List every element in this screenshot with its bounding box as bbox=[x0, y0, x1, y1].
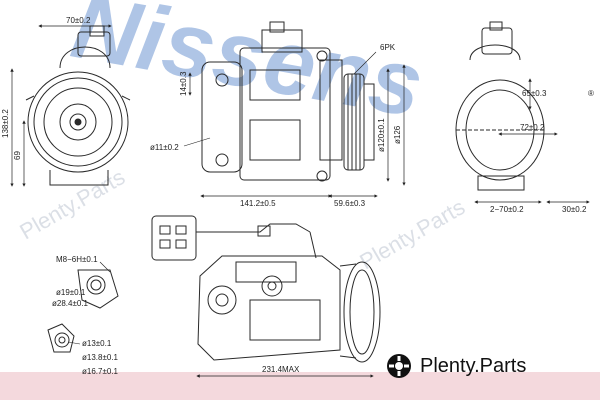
end-view bbox=[455, 21, 545, 191]
connector-detail bbox=[151, 215, 317, 261]
dim-port-a-outer: ø28.4±0.1 bbox=[52, 299, 89, 308]
dim-pulley-dia-b: ø126 bbox=[393, 125, 402, 144]
dim-side-bottom-left: 2−70±0.2 bbox=[490, 205, 524, 214]
side-view bbox=[201, 21, 375, 182]
dim-port-a-inner: ø19±0.1 bbox=[56, 288, 86, 297]
dim-front-mid: 69 bbox=[13, 151, 22, 160]
dim-length-main: 141.2±0.5 bbox=[240, 199, 276, 208]
dim-overall-length: 231.4MAX bbox=[262, 365, 300, 374]
dim-side-upper: 65±0.3 bbox=[522, 89, 547, 98]
dim-port-b-3: ø16.7±0.1 bbox=[82, 367, 119, 376]
dim-bolt-offset: 14±0.3 bbox=[179, 71, 188, 96]
dim-port-b-2: ø13.8±0.1 bbox=[82, 353, 119, 362]
logo-text: Plenty.Parts bbox=[420, 354, 527, 377]
registered-mark: ® bbox=[588, 89, 594, 98]
dim-pulley-depth: 59.6±0.3 bbox=[334, 199, 366, 208]
dim-thread: M8−6H±0.1 bbox=[56, 255, 98, 264]
watermark-site-1: Plenty.Parts bbox=[15, 164, 129, 244]
watermark-site-2: Plenty.Parts bbox=[355, 194, 469, 274]
plenty-parts-logo: Plenty.Parts bbox=[384, 344, 598, 388]
gear-icon bbox=[387, 354, 411, 378]
isometric-view bbox=[197, 255, 381, 363]
front-view bbox=[25, 25, 131, 186]
dim-side-mid: 72±0.2 bbox=[520, 123, 545, 132]
dim-pulley-dia-a: ø120±0.1 bbox=[377, 118, 386, 152]
dim-hole-dia: ø11±0.2 bbox=[150, 143, 179, 152]
port-detail-a bbox=[77, 269, 119, 309]
dim-side-bottom-right: 30±0.2 bbox=[562, 205, 587, 214]
dim-pulley-grooves: 6PK bbox=[380, 43, 396, 52]
dim-front-height: 138±0.2 bbox=[1, 109, 10, 138]
watermark-brand: Nissens bbox=[65, 0, 430, 137]
port-detail-b bbox=[47, 323, 75, 353]
dim-front-width: 70±0.2 bbox=[66, 16, 91, 25]
dim-port-b-1: ø13±0.1 bbox=[82, 339, 112, 348]
